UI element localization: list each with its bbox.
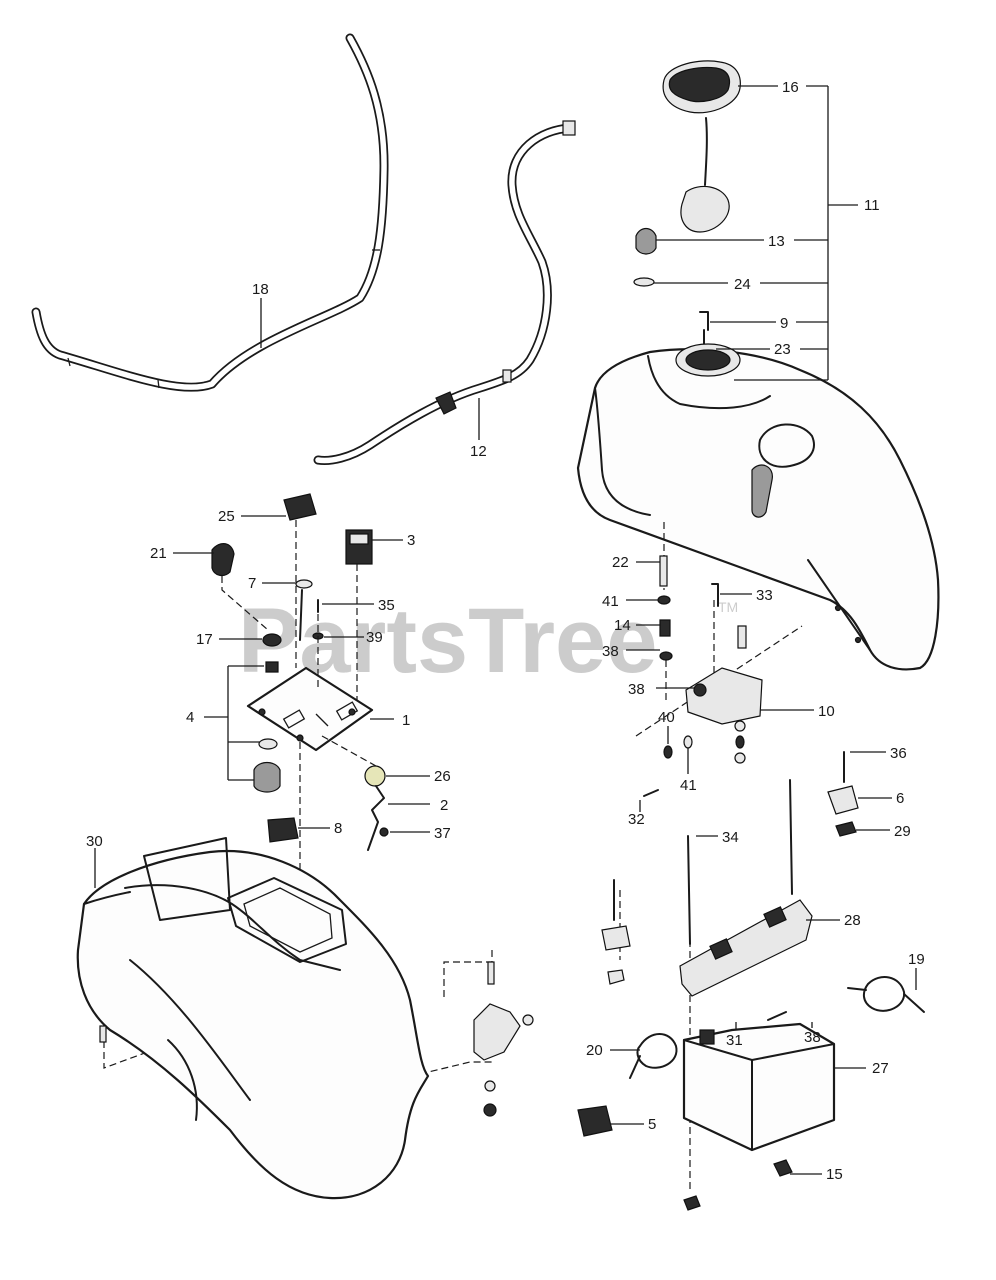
callout-8: 8 (334, 820, 342, 837)
callout-40: 40 (658, 709, 675, 726)
fuel-cap-16 (662, 60, 741, 233)
callout-26: 26 (434, 768, 451, 785)
callout-29: 29 (894, 823, 911, 840)
callout-35: 35 (378, 597, 395, 614)
callout-6: 6 (896, 790, 904, 807)
callout-38-b: 38 (628, 681, 645, 698)
watermark-trademark: TM (718, 599, 738, 615)
callout-17: 17 (196, 631, 213, 648)
callout-12: 12 (470, 443, 487, 460)
callout-31: 31 (726, 1032, 743, 1049)
misc-hardware (577, 879, 631, 1137)
callout-11: 11 (864, 197, 880, 214)
callout-15: 15 (826, 1166, 843, 1183)
mount-bracket (473, 961, 534, 1117)
callout-33: 33 (756, 587, 773, 604)
fuel-line-12 (313, 120, 576, 465)
battery-cables (629, 976, 925, 1079)
callout-14: 14 (614, 617, 631, 634)
callout-21: 21 (150, 545, 167, 562)
callout-41-b: 41 (680, 777, 697, 794)
callout-39: 39 (366, 629, 383, 646)
callout-30: 30 (86, 833, 103, 850)
callout-18: 18 (252, 281, 269, 298)
callout-20: 20 (586, 1042, 603, 1059)
callout-36: 36 (890, 745, 907, 762)
callout-41-a: 41 (602, 593, 619, 610)
callout-16: 16 (782, 79, 799, 96)
callout-38-a: 38 (602, 643, 619, 660)
callout-1: 1 (402, 712, 410, 729)
callout-38-c: 38 (804, 1029, 821, 1046)
callout-34: 34 (722, 829, 739, 846)
callout-19: 19 (908, 951, 925, 968)
callout-25: 25 (218, 508, 235, 525)
callout-13: 13 (768, 233, 785, 250)
callout-9: 9 (780, 315, 788, 332)
fuel-tank (576, 343, 940, 671)
switch-parts (211, 493, 389, 851)
callout-27: 27 (872, 1060, 889, 1077)
callout-23: 23 (774, 341, 791, 358)
battery-27 (682, 1011, 836, 1211)
callout-leaders (94, 85, 917, 1175)
callout-5: 5 (648, 1116, 656, 1133)
callout-2: 2 (440, 797, 448, 814)
tank-bracket-10 (643, 555, 763, 797)
callout-24: 24 (734, 276, 751, 293)
console-cover-30 (76, 837, 430, 1200)
callout-22: 22 (612, 554, 629, 571)
relay-6 (827, 751, 859, 837)
callout-3: 3 (407, 532, 415, 549)
callout-7: 7 (248, 575, 256, 592)
callout-labels: 1 2 3 4 5 6 7 8 9 10 11 12 13 14 15 16 1… (86, 79, 925, 1183)
control-plate-1 (246, 666, 374, 752)
fuel-hose-18 (31, 33, 389, 392)
callout-32: 32 (628, 811, 645, 828)
battery-tray-28 (679, 779, 813, 997)
callout-28: 28 (844, 912, 861, 929)
callout-37: 37 (434, 825, 451, 842)
callout-10: 10 (818, 703, 835, 720)
callout-4: 4 (186, 709, 194, 726)
